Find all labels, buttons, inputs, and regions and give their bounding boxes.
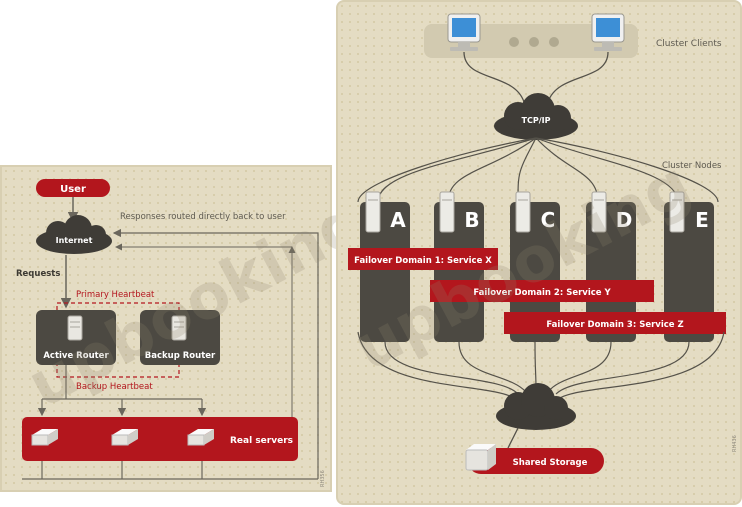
monitor-icon — [447, 13, 481, 51]
cluster-diagram-canvas: Cluster Clients TCP/IP Cluster Nodes — [348, 13, 738, 474]
storage-cloud-icon — [496, 383, 576, 430]
real-servers-bar — [22, 417, 298, 461]
node-letter-a: A — [390, 208, 406, 232]
node-column-d — [586, 202, 636, 342]
responses-label: Responses routed directly back to user — [120, 212, 286, 222]
cluster-nodes-label: Cluster Nodes — [662, 161, 722, 171]
node-letter-c: C — [541, 208, 556, 232]
corner-code-left: RH356 — [320, 470, 326, 487]
backup-router-label: Backup Router — [145, 351, 216, 361]
active-router-label: Active Router — [43, 351, 109, 361]
primary-heartbeat-label: Primary Heartbeat — [76, 290, 155, 300]
storage-server-icon — [187, 429, 214, 446]
server-icon — [439, 191, 455, 233]
client-link — [463, 51, 525, 103]
server-icon — [365, 191, 381, 233]
node-column-b — [434, 202, 484, 342]
shared-storage-label: Shared Storage — [513, 458, 588, 468]
storage-link — [507, 427, 519, 449]
user-node — [36, 179, 110, 197]
requests-label: Requests — [16, 269, 60, 279]
monitor-icon — [591, 13, 625, 51]
node-letter-b: B — [464, 208, 479, 232]
node-column-e — [664, 202, 714, 342]
client-link — [547, 51, 609, 103]
lvs-diagram-panel: User Internet Responses routed directly … — [0, 165, 376, 492]
tcpip-cloud-icon — [494, 93, 578, 140]
internet-label: Internet — [56, 236, 93, 245]
storage-device-icon — [465, 444, 496, 471]
network-links — [357, 137, 719, 203]
internet-cloud-icon — [36, 215, 112, 254]
corner-code-right: RH436 — [732, 435, 738, 452]
cluster-diagram-panel: Cluster Clients TCP/IP Cluster Nodes — [336, 0, 742, 505]
tcpip-label: TCP/IP — [522, 116, 551, 125]
server-icon — [67, 315, 83, 341]
failover-domain-3-bar — [504, 312, 726, 334]
backup-heartbeat-label: Backup Heartbeat — [76, 382, 153, 392]
ellipsis-dot — [509, 37, 519, 47]
server-icon — [515, 191, 531, 233]
failover-domain-1-bar — [348, 248, 498, 270]
response-return-path — [112, 228, 319, 479]
user-label: User — [60, 184, 86, 195]
failover-domain-2-bar — [430, 280, 654, 302]
node-letter-e: E — [695, 208, 709, 232]
storage-server-icon — [31, 429, 58, 446]
ellipsis-dot — [529, 37, 539, 47]
failover-domain-1-label: Failover Domain 1: Service X — [354, 256, 492, 266]
shared-storage-pill — [468, 448, 604, 474]
server-icon — [669, 191, 685, 233]
storage-server-icon — [111, 429, 138, 446]
server-icon — [171, 315, 187, 341]
ellipsis-dot — [549, 37, 559, 47]
real-servers-label: Real servers — [230, 436, 293, 446]
node-column-c — [510, 202, 560, 342]
node-column-a — [360, 202, 410, 342]
node-letter-d: D — [616, 208, 633, 232]
failover-domain-2-label: Failover Domain 2: Service Y — [473, 288, 611, 298]
server-icon — [591, 191, 607, 233]
cluster-clients-label: Cluster Clients — [656, 39, 722, 49]
lvs-diagram-canvas: User Internet Responses routed directly … — [16, 179, 326, 487]
failover-domain-3-label: Failover Domain 3: Service Z — [546, 320, 683, 330]
storage-links — [357, 331, 725, 399]
